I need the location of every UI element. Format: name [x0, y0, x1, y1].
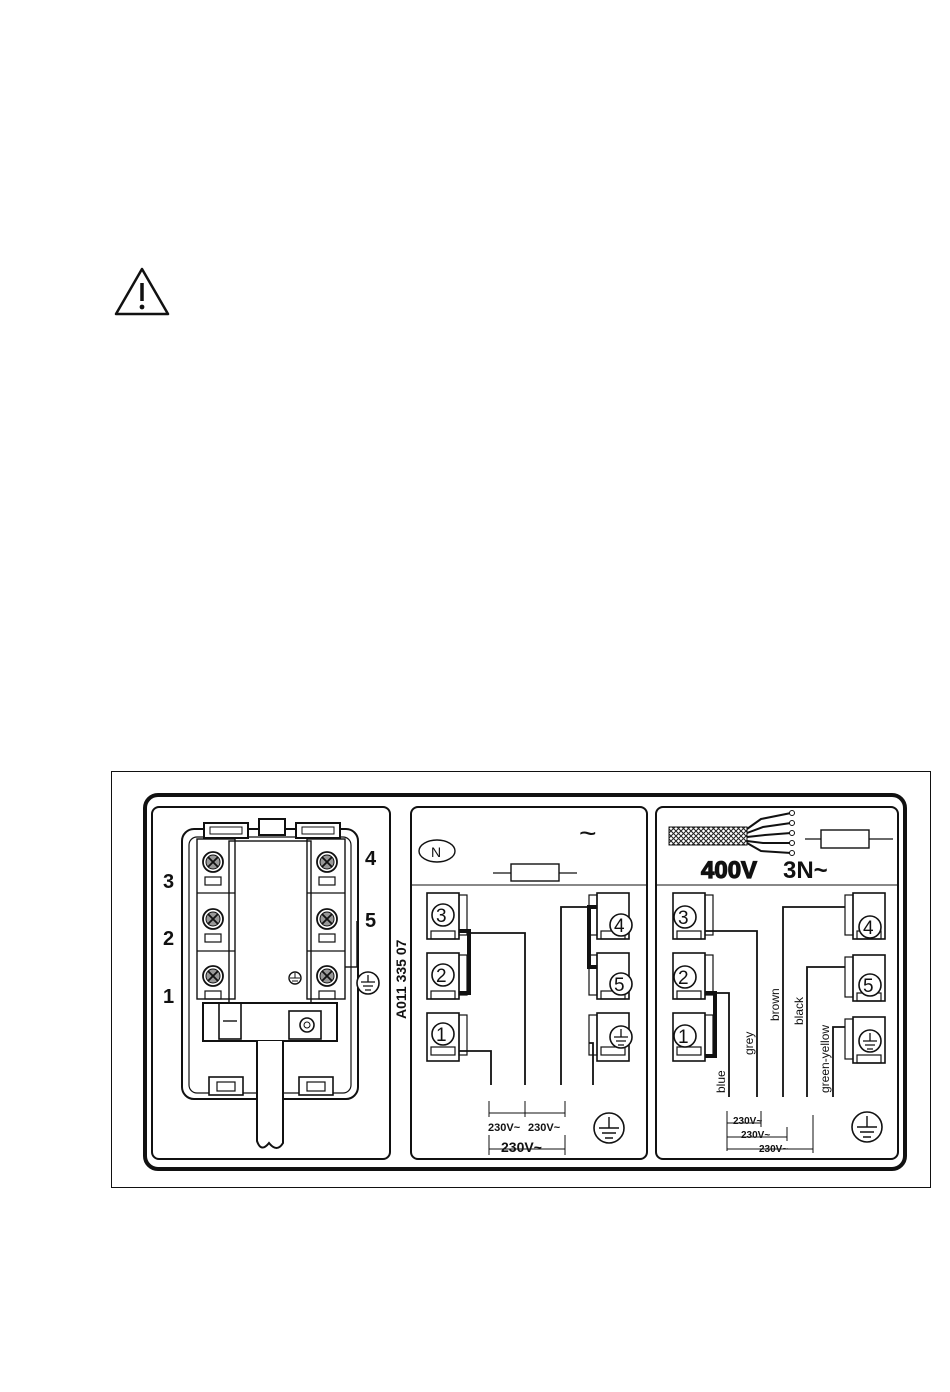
supply-cable [257, 1041, 283, 1148]
p3-terminal-4: 4 [863, 918, 874, 939]
p3-voltage-1: 230V~ [733, 1116, 762, 1127]
cable-clamp [203, 1003, 337, 1041]
wire-color-grey: grey [742, 1032, 756, 1055]
terminal-label-3: 3 [163, 871, 174, 893]
wire-color-brown: brown [768, 988, 782, 1021]
terminal-label-2: 2 [163, 928, 174, 950]
p2-terminal-2: 2 [436, 966, 447, 987]
p2-terminal-1: 1 [436, 1025, 447, 1046]
figure-code: A011 335 07 [393, 939, 409, 1019]
p2-voltage-total: 230V~ [501, 1139, 542, 1155]
p2-voltage-2: 230V~ [528, 1122, 561, 1134]
warning-icon [113, 266, 171, 318]
terminal-label-1: 1 [163, 986, 174, 1008]
p3-voltage-3: 230V~ [759, 1144, 788, 1155]
p3-terminal-1: 1 [678, 1027, 689, 1048]
p3-terminal-3: 3 [678, 908, 689, 929]
three-phase-system: 3N~ [783, 857, 828, 884]
p2-terminal-5: 5 [614, 975, 625, 996]
wire-color-green-yellow: green-yellow [818, 1025, 832, 1093]
wire-color-black: black [792, 996, 806, 1025]
p2-terminal-4: 4 [614, 916, 625, 937]
p3-voltage-2: 230V~ [741, 1130, 770, 1141]
single-phase-tilde: ~ [579, 817, 597, 850]
p3-terminal-5: 5 [863, 976, 874, 997]
terminal-label-5: 5 [365, 910, 376, 932]
p2-terminal-3: 3 [436, 906, 447, 927]
p3-terminal-2: 2 [678, 968, 689, 989]
three-phase-voltage: 400V [701, 857, 757, 884]
wiring-diagram: 3 2 1 4 5 A011 335 07 N ~ [111, 771, 931, 1189]
terminal-label-4: 4 [365, 848, 377, 870]
wire-color-blue: blue [714, 1070, 728, 1093]
p2-voltage-1: 230V~ [488, 1122, 521, 1134]
multicore-cable [669, 827, 747, 845]
neutral-symbol: N [431, 844, 441, 860]
